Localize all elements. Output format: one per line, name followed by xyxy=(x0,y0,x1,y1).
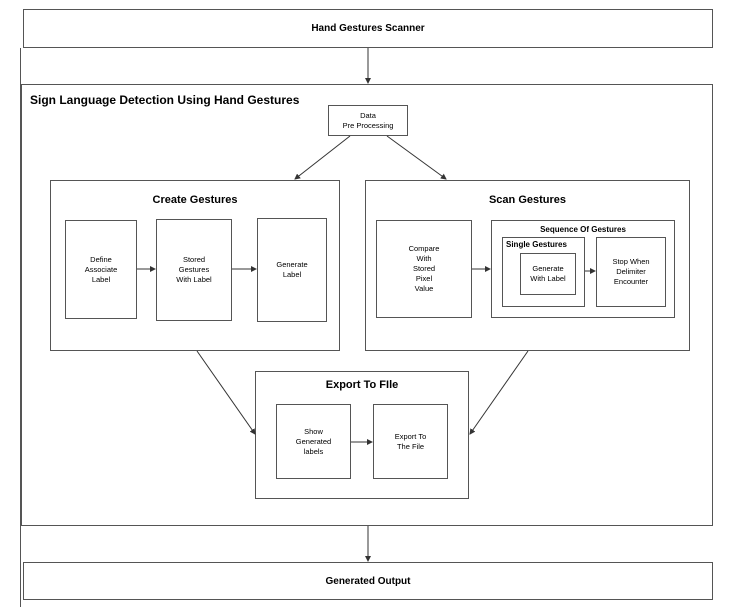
sequence-of-gestures-title: Sequence Of Gestures xyxy=(540,225,626,234)
stop-when-delimiter-box: Stop When Delimiter Encounter xyxy=(596,237,666,307)
define-associate-label-text: Define Associate Label xyxy=(84,254,118,284)
stored-gestures-box: Stored Gestures With Label xyxy=(156,219,232,321)
export-to-the-file-text: Export To The File xyxy=(394,431,427,451)
stored-gestures-text: Stored Gestures With Label xyxy=(176,255,212,284)
generate-label-text: Generate Label xyxy=(276,260,308,279)
show-generated-labels-text: Show Generated labels xyxy=(295,426,332,456)
generated-output-box: Generated Output xyxy=(23,562,713,600)
create-gestures-title: Create Gestures xyxy=(152,194,238,206)
stop-when-delimiter-text: Stop When Delimiter Encounter xyxy=(612,257,650,286)
generated-output-label: Generated Output xyxy=(325,575,411,587)
page-left-border xyxy=(20,48,21,607)
container-title: Sign Language Detection Using Hand Gestu… xyxy=(30,93,300,107)
scan-gestures-title: Scan Gestures xyxy=(488,194,567,206)
define-associate-label-box: Define Associate Label xyxy=(65,220,137,319)
compare-pixel-box: Compare With Stored Pixel Value xyxy=(376,220,472,318)
generate-with-label-box: Generate With Label xyxy=(520,253,576,295)
data-preprocessing-label: Data Pre Processing xyxy=(342,110,394,130)
generate-label-box: Generate Label xyxy=(257,218,327,322)
data-preprocessing-box: Data Pre Processing xyxy=(328,105,408,136)
export-to-file-title: Export To FIle xyxy=(325,379,399,391)
compare-pixel-text: Compare With Stored Pixel Value xyxy=(408,244,440,293)
hand-gestures-scanner-box: Hand Gestures Scanner xyxy=(23,9,713,48)
hand-gestures-scanner-label: Hand Gestures Scanner xyxy=(311,23,425,34)
single-gestures-title: Single Gestures xyxy=(506,240,567,249)
generate-with-label-text: Generate With Label xyxy=(530,264,566,283)
show-generated-labels-box: Show Generated labels xyxy=(276,404,351,479)
export-to-the-file-box: Export To The File xyxy=(373,404,448,479)
